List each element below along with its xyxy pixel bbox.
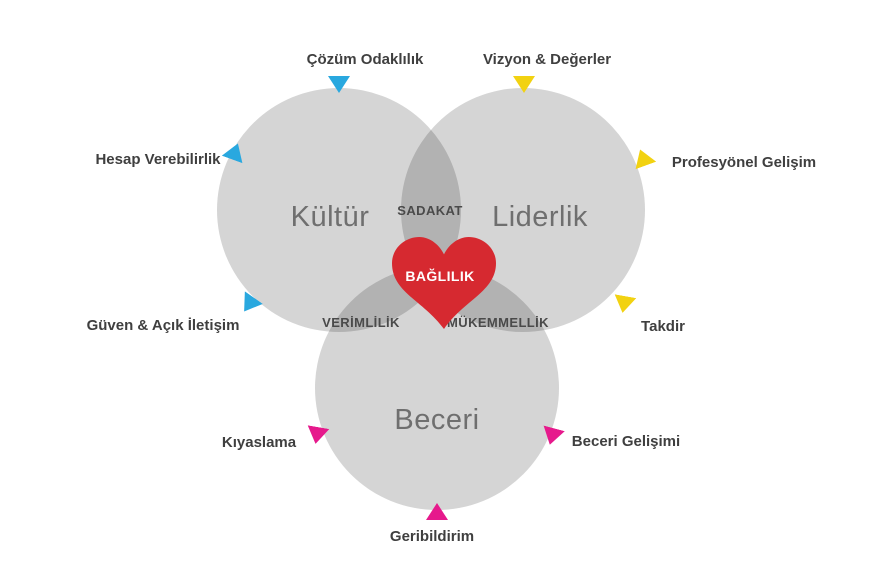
marker-label-kiyaslama: Kıyaslama bbox=[221, 433, 297, 451]
overlap-label-mukemmellik: MÜKEMMELLİK bbox=[447, 314, 549, 330]
circle-label-kultur: Kültür bbox=[290, 201, 370, 234]
marker-label-cozum-odaklilik: Çözüm Odaklılık bbox=[306, 50, 424, 68]
heart-shape bbox=[392, 237, 496, 329]
circle-label-beceri: Beceri bbox=[394, 404, 480, 437]
center-label-baglilik: BAĞLILIK bbox=[405, 268, 475, 284]
marker-label-hesap-verebilirlik: Hesap Verebilirlik bbox=[95, 150, 221, 168]
circle-label-liderlik: Liderlik bbox=[492, 201, 588, 234]
marker-label-guven-acik-iletisim: Güven & Açık İletişim bbox=[86, 316, 240, 334]
marker-label-beceri-gelisimi: Beceri Gelişimi bbox=[571, 432, 681, 450]
marker-triangle-takdir bbox=[612, 294, 637, 315]
heart-icon bbox=[392, 237, 496, 329]
marker-label-geribildirim: Geribildirim bbox=[389, 527, 475, 545]
overlap-label-verimlilik: VERİMLİLİK bbox=[322, 314, 400, 330]
marker-label-takdir: Takdir bbox=[641, 317, 685, 335]
overlap-label-sadakat: SADAKAT bbox=[397, 202, 463, 218]
marker-label-profesyonel-gelisim: Profesyönel Gelişim bbox=[671, 153, 817, 171]
marker-label-vizyon-degerler: Vizyon & Değerler bbox=[482, 50, 612, 68]
